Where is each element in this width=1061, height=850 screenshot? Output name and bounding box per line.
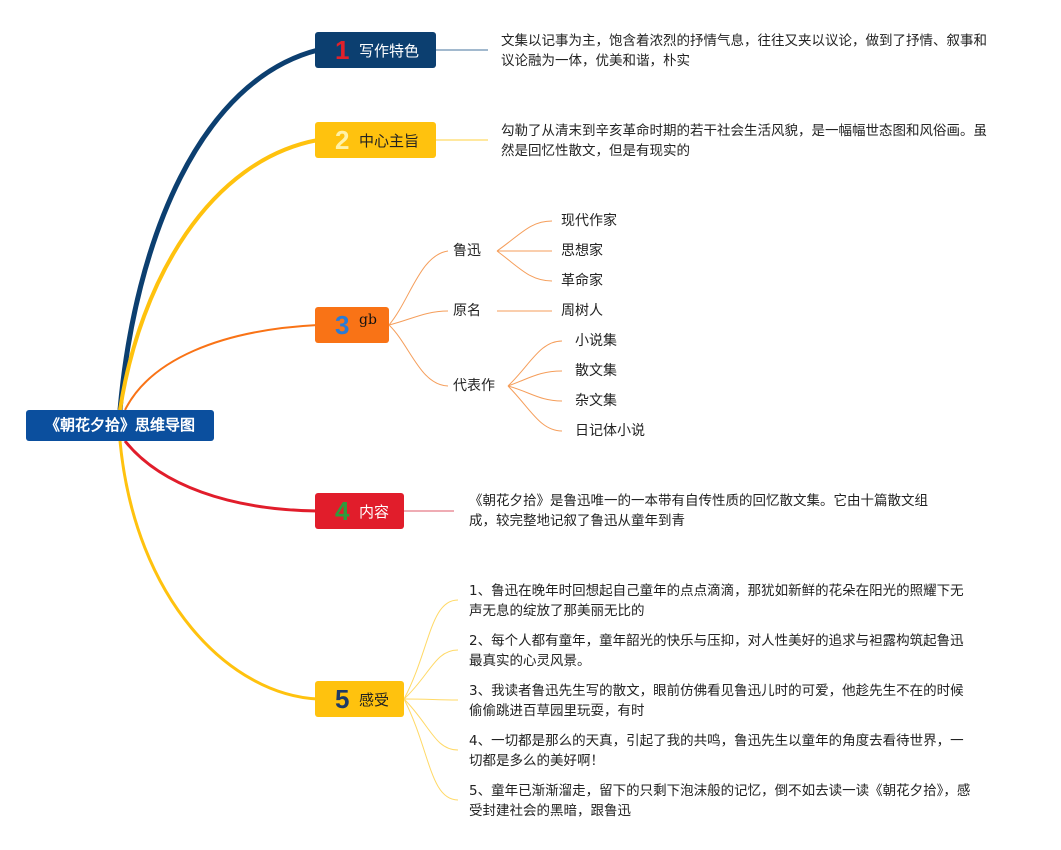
link-dbz-2	[507, 370, 563, 387]
link-b3-luxun	[388, 250, 449, 326]
link-root-branch-2	[118, 138, 319, 411]
link-dbz-1	[507, 340, 563, 387]
leaf-item[interactable]: 思想家	[561, 243, 603, 259]
leaf-item[interactable]: 小说集	[575, 333, 617, 349]
branch-node-1[interactable]: 1 写作特色	[315, 32, 436, 68]
branch-label: gb	[359, 312, 377, 328]
feeling-item-5[interactable]: 5、童年已渐渐溜走，留下的只剩下泡沫般的记忆，倒不如去读一读《朝花夕拾》，感受封…	[469, 783, 971, 819]
link-dbz-3	[507, 385, 563, 402]
link-root-branch-1	[117, 47, 319, 411]
link-b5-1	[403, 599, 459, 700]
link-root-branch-5	[118, 440, 319, 701]
leaf-item[interactable]: 革命家	[561, 273, 603, 289]
root-node[interactable]: 《朝花夕拾》思维导图	[26, 410, 214, 441]
link-luxun-1	[496, 220, 553, 252]
branch-1-text[interactable]: 文集以记事为主，饱含着浓烈的抒情气息，往往又夹以议论，做到了抒情、叙事和议论融为…	[501, 33, 987, 69]
link-b5-3	[403, 698, 459, 701]
link-luxun-3	[496, 250, 553, 282]
branch-label: 内容	[359, 502, 390, 521]
branch-4-text[interactable]: 《朝花夕拾》是鲁迅唯一的一本带有自传性质的回忆散文集。它由十篇散文组成，较完整地…	[469, 493, 928, 529]
link-dbz-4	[507, 385, 563, 432]
leaf-item[interactable]: 日记体小说	[575, 423, 645, 439]
branch-2-text[interactable]: 勾勒了从清末到辛亥革命时期的若干社会生活风貌，是一幅幅世态图和风俗画。虽然是回忆…	[501, 123, 987, 159]
branch-label: 写作特色	[359, 41, 420, 60]
leaf-item[interactable]: 散文集	[575, 363, 617, 379]
link-b3-yuanming	[388, 310, 449, 326]
feeling-item-3[interactable]: 3、我读者鲁迅先生写的散文，眼前仿佛看见鲁迅儿时的可爱，他趁先生不在的时候偷偷跳…	[469, 683, 964, 719]
branch-node-4[interactable]: 4 内容	[315, 493, 404, 529]
feeling-item-1[interactable]: 1、鲁迅在晚年时回想起自己童年的点点滴滴，那犹如新鲜的花朵在阳光的照耀下无声无息…	[469, 583, 964, 619]
branch-node-5[interactable]: 5 感受	[315, 681, 404, 717]
branch-number: 1	[335, 34, 350, 65]
link-b3-daibiaozuo	[388, 324, 449, 387]
link-root-branch-4	[123, 440, 319, 513]
group-label-luxun[interactable]: 鲁迅	[453, 243, 481, 259]
leaf-item[interactable]: 现代作家	[561, 213, 617, 229]
leaf-item[interactable]: 杂文集	[575, 393, 617, 409]
leaf-item[interactable]: 周树人	[561, 303, 603, 319]
link-b5-4	[403, 698, 459, 751]
branch-number: 4	[335, 495, 350, 526]
group-label-yuanming[interactable]: 原名	[453, 303, 481, 319]
link-root-branch-3	[124, 324, 319, 411]
branch-number: 2	[335, 124, 350, 155]
feeling-item-4[interactable]: 4、一切都是那么的天真，引起了我的共鸣，鲁迅先生以童年的角度去看待世界，一切都是…	[469, 733, 964, 769]
branch-number: 5	[335, 683, 350, 714]
branch-number: 3	[335, 309, 350, 340]
branch-node-2[interactable]: 2 中心主旨	[315, 122, 436, 158]
branch-label: 感受	[359, 690, 390, 709]
link-b5-2	[403, 649, 459, 700]
branch-label: 中心主旨	[359, 131, 420, 150]
group-label-daibiaozuo[interactable]: 代表作	[453, 378, 495, 394]
branch-node-3[interactable]: 3 gb	[315, 307, 389, 343]
feeling-item-2[interactable]: 2、每个人都有童年，童年韶光的快乐与压抑，对人性美好的追求与袒露构筑起鲁迅最真实…	[469, 633, 964, 669]
link-b5-5	[403, 698, 459, 801]
